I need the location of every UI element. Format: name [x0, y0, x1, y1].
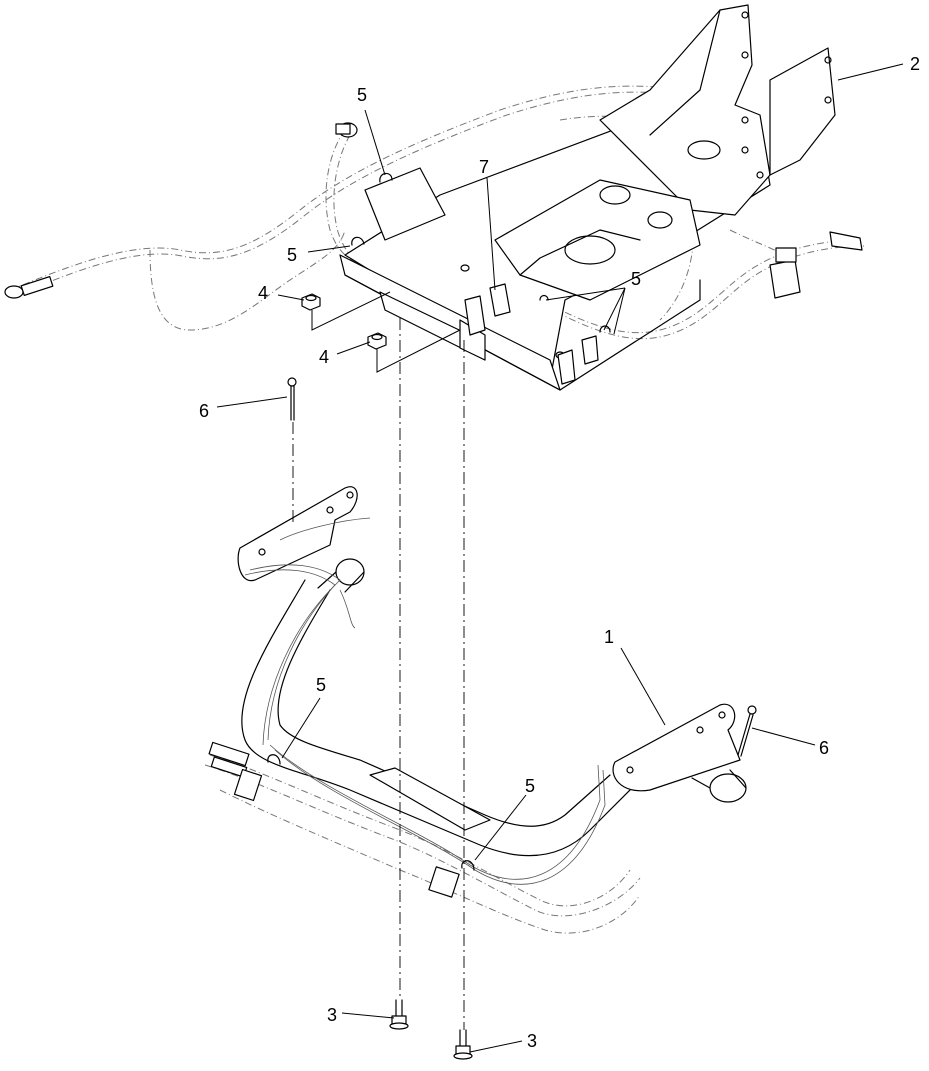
lower-base-frame — [237, 486, 747, 857]
hex-nut-lower — [367, 332, 387, 350]
seat-mount-frame — [339, 4, 836, 391]
harness-connector-right — [769, 231, 863, 299]
callout-5-lower-right: 5 — [525, 776, 535, 796]
callout-6-left: 6 — [199, 401, 209, 421]
cotter-pin-right — [737, 705, 757, 757]
callout-5-right: 5 — [631, 269, 641, 289]
callout-1: 1 — [604, 627, 614, 647]
cable-clip-group-upper — [351, 172, 611, 333]
harness-ring-terminal-left — [4, 276, 54, 299]
lower-wire-harness — [204, 517, 641, 934]
hose-fittings-center — [428, 866, 460, 898]
flange-bolt-left — [389, 999, 409, 1030]
callout-5-lower-left: 5 — [316, 675, 326, 695]
callout-5-left: 5 — [287, 245, 297, 265]
callout-6-right: 6 — [819, 738, 829, 758]
callout-7: 7 — [479, 157, 489, 177]
callout-3-right: 3 — [527, 1031, 537, 1051]
cotter-pin-left — [287, 377, 297, 421]
callout-leaders — [216, 63, 904, 1053]
nut-lower-assembly-line — [376, 329, 461, 373]
callout-4-lower: 4 — [319, 347, 329, 367]
callout-3-left: 3 — [327, 1005, 337, 1025]
harness-connector-top — [335, 122, 358, 138]
callout-5-top-left: 5 — [357, 85, 367, 105]
cable-clip-group-lower — [267, 754, 475, 871]
callout-4-upper: 4 — [258, 283, 268, 303]
assembly-centerlines — [292, 312, 465, 1030]
hose-fittings-left — [208, 741, 263, 802]
flange-bolt-right — [453, 1029, 473, 1060]
nut-upper-assembly-line — [311, 291, 391, 331]
callout-2: 2 — [910, 54, 920, 74]
hex-nut-upper — [301, 293, 321, 311]
